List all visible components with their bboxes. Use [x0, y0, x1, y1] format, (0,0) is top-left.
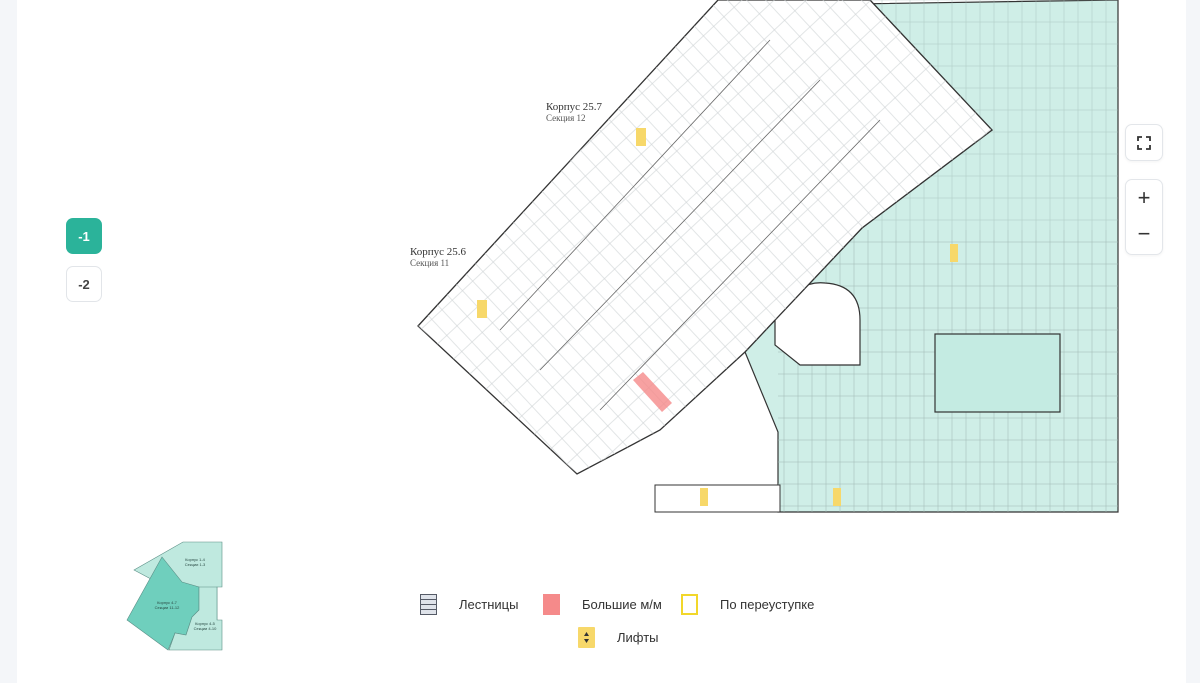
- legend-stairs: Лестницы: [420, 594, 518, 615]
- stairs-icon: [420, 594, 437, 615]
- section-label: Секция 11: [410, 258, 450, 268]
- elevator: [477, 300, 487, 318]
- legend-label: Лифты: [617, 630, 659, 645]
- floor-button-minus-2[interactable]: -2: [66, 266, 102, 302]
- left-panel-edge: [0, 0, 17, 683]
- legend-resale: По переуступке: [681, 594, 814, 615]
- building-label: Корпус 25.6: [410, 246, 467, 258]
- section-label: Секция 12: [546, 113, 586, 123]
- zoom-controls: + −: [1125, 179, 1163, 255]
- elevator-icon: [578, 627, 595, 648]
- floor-plan-map[interactable]: [0, 0, 1200, 530]
- building-label: Корпус 25.7: [546, 101, 603, 113]
- elevator: [636, 128, 646, 146]
- legend-elevators: Лифты: [578, 627, 659, 648]
- fullscreen-button[interactable]: [1125, 124, 1163, 161]
- legend-label: По переуступке: [720, 597, 815, 612]
- legend-label: Лестницы: [459, 597, 519, 612]
- floor-button-minus-1[interactable]: -1: [66, 218, 102, 254]
- large-space-swatch: [543, 594, 560, 615]
- legend-large-spaces: Большие м/м: [543, 594, 662, 615]
- plan-label-building-25-6: Корпус 25.6 Секция 11: [410, 246, 466, 268]
- central-block: [934, 333, 1061, 413]
- right-panel-edge: [1186, 0, 1200, 683]
- fullscreen-icon[interactable]: [1126, 125, 1162, 161]
- minimap[interactable]: [120, 535, 240, 655]
- teal-zone: [737, 0, 1119, 513]
- plan-label-building-25-7: Корпус 25.7 Секция 12: [546, 101, 602, 123]
- zoom-in-button[interactable]: +: [1137, 185, 1151, 210]
- lower-left-block: [654, 244, 958, 513]
- legend-label: Большие м/м: [582, 597, 662, 612]
- large-space: [633, 372, 672, 412]
- resale-swatch: [681, 594, 698, 615]
- building-25-6-25-7: [417, 0, 993, 475]
- zoom-out-button[interactable]: −: [1137, 221, 1151, 246]
